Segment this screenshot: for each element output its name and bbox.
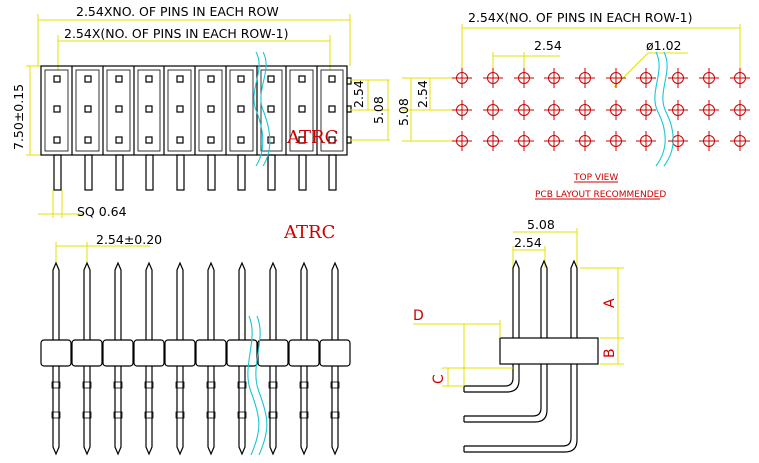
ra-pitch-label: 2.54	[514, 235, 542, 250]
right-span-label: 5.08	[371, 96, 386, 124]
brand-watermark-top: ATRC	[286, 127, 338, 148]
break-lines-top	[253, 51, 271, 167]
height-label: 7.50±0.15	[11, 84, 26, 150]
pcb-dimension-lines	[402, 24, 741, 142]
ra-housing	[499, 337, 599, 365]
pitch-width-label: 2.54X(NO. OF PINS IN EACH ROW-1)	[64, 26, 288, 41]
top-view-caption: TOP VIEW	[573, 173, 618, 183]
right-side-pins	[346, 77, 352, 144]
side-housings	[40, 339, 351, 367]
right-dimension-lines	[350, 79, 390, 141]
top-dimension-lines	[37, 14, 351, 70]
height-dimension	[26, 65, 42, 156]
right-angle-view: 5.08 2.54	[413, 217, 624, 453]
housing-cells	[40, 65, 348, 156]
pcb-vpitch-label: 2.54	[415, 80, 430, 108]
break-lines-pcb	[654, 51, 674, 167]
square-pin-label: SQ 0.64	[77, 204, 127, 219]
side-pins	[52, 261, 339, 340]
pin-tails	[53, 154, 337, 191]
dimension-a-label: A	[602, 298, 618, 308]
side-lower-pins	[51, 366, 340, 456]
ra-vertical-pins	[512, 259, 578, 338]
right-pitch-label: 2.54	[351, 80, 366, 108]
total-width-label: 2.54XNO. OF PINS IN EACH ROW	[76, 4, 279, 19]
brand-watermark-bottom: ATRC	[283, 222, 335, 243]
ra-span-label: 5.08	[527, 217, 555, 232]
pcb-pads	[452, 68, 750, 151]
pcb-layout: 2.54X(NO. OF PINS IN EACH ROW-1) 2.54 ø1…	[396, 10, 750, 200]
square-pins	[53, 75, 336, 144]
side-view-header: ATRC 2.54±0.20	[40, 222, 351, 456]
break-lines-side	[247, 315, 268, 456]
top-view-header: 2.54XNO. OF PINS IN EACH ROW 2.54X(NO. O…	[11, 4, 390, 219]
dimension-c-label: C	[431, 374, 447, 384]
ra-bent-pins	[463, 364, 578, 453]
dimension-b-label: B	[602, 348, 618, 358]
pcb-pitch-label: 2.54	[534, 38, 562, 53]
pcb-span-label: 5.08	[396, 98, 411, 126]
side-pitch-label: 2.54±0.20	[96, 232, 162, 247]
pcb-hole-label: ø1.02	[646, 38, 681, 53]
pcb-total-label: 2.54X(NO. OF PINS IN EACH ROW-1)	[468, 10, 692, 25]
ra-side-dimensions	[413, 267, 624, 387]
side-pitch-dimension	[55, 242, 150, 262]
pcb-layout-caption: PCB LAYOUT RECOMMENDED	[535, 190, 666, 200]
square-pin-dimension	[38, 190, 84, 218]
dimension-d-label: D	[413, 308, 424, 324]
ra-top-dimensions	[512, 228, 578, 268]
